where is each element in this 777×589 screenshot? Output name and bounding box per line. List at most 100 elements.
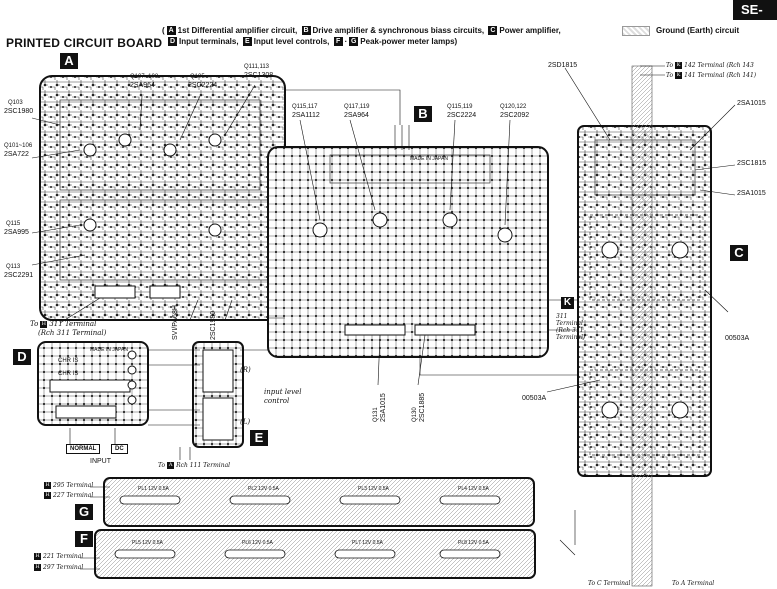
- legend-joiner: ·: [344, 37, 348, 46]
- a-part-2sc2291: 2SC2291: [4, 272, 34, 279]
- c-bottom-terminal-2: To A Terminal: [672, 580, 715, 587]
- a-part-2sa995: 2SA995: [4, 229, 29, 236]
- d-input-caption: INPUT: [90, 458, 111, 465]
- c-top-terminal-2-key: K: [675, 72, 683, 79]
- c-bottom-terminal-1: To C Terminal: [588, 580, 631, 587]
- b-part-2sa964: 2SA964: [344, 112, 369, 119]
- legend-item-c: Power amplifier,: [499, 26, 561, 35]
- a-part-2sc1980-bottom: 2SC1980: [210, 310, 217, 340]
- a-ref-q103: Q103: [8, 100, 23, 106]
- board-a: [39, 75, 286, 321]
- board-b: [267, 125, 549, 358]
- b-part-2sc1885: 2SC1885: [419, 392, 426, 422]
- legend-item-a: 1st Differential amplifier circuit,: [177, 26, 298, 35]
- section-f-marker: F: [75, 531, 93, 547]
- e-bottom-to: To: [158, 462, 166, 469]
- c-k-terminal-4: Terminal): [556, 334, 586, 341]
- a-part-2sa964: 2SA964: [130, 82, 155, 89]
- e-caption: input level control: [264, 388, 302, 405]
- f-lamp-1: PL5 12V 0.5A: [132, 540, 163, 546]
- section-g-marker: G: [75, 504, 93, 520]
- c-top-terminal-1-key: K: [675, 62, 683, 69]
- section-k-marker: K: [561, 297, 574, 309]
- ground-legend: Ground (Earth) circuit: [622, 26, 739, 36]
- a-part-svi: SVI/PA68H: [172, 305, 179, 340]
- f-terminal-1-key: H: [34, 553, 41, 560]
- c-part-00503a-b: 00503A: [522, 395, 547, 402]
- ground-legend-text: Ground (Earth) circuit: [656, 26, 740, 36]
- board-b-leaders: [299, 119, 511, 386]
- normal-switch-label: NORMAL: [66, 444, 101, 454]
- a-part-2sa722: 2SA722: [4, 151, 29, 158]
- section-a-marker: A: [60, 53, 78, 69]
- a-terminal-text2: (Rch 311 Terminal): [38, 329, 107, 337]
- b-made-in: MADE IN JAPAN: [410, 156, 448, 162]
- board-a-leaders: [31, 84, 256, 324]
- b-part-2sc2224: 2SC2224: [447, 112, 477, 119]
- a-ref-q101: Q101~106: [4, 143, 33, 149]
- board-c-leaders: [546, 65, 736, 556]
- legend-item-fg: Peak-power meter lamps): [360, 37, 458, 46]
- b-part-2sa1112: 2SA1112: [292, 112, 320, 119]
- c-part-2sd1815: 2SD1815: [548, 62, 578, 69]
- legend-key-f: F: [333, 37, 343, 47]
- a-ref-q105: Q105: [190, 74, 205, 80]
- a-ref-q115: Q115: [6, 221, 21, 227]
- b-ref-q115-119: Q115,119: [447, 104, 473, 110]
- g-terminal-1-text: 295 Terminal: [53, 482, 94, 489]
- legend-item-e: Input level controls,: [253, 37, 330, 46]
- section-b-marker: B: [414, 106, 432, 122]
- c-top-terminal-1-to: To: [666, 62, 674, 69]
- a-ref-q113: Q113: [6, 264, 21, 270]
- b-ref-q130: Q130: [412, 407, 418, 422]
- legend-key-d: D: [168, 37, 177, 47]
- c-top-terminal-2-to: To: [666, 72, 674, 79]
- a-ref-q111: Q111,113: [244, 64, 270, 70]
- a-terminal-text1: 311 Terminal: [49, 320, 97, 328]
- section-c-marker: C: [730, 245, 748, 261]
- a-terminal-to: To: [30, 320, 39, 328]
- page-title: PRINTED CIRCUIT BOARD: [6, 36, 163, 50]
- b-ref-q115: Q115,117: [292, 104, 318, 110]
- e-channel-l: (L): [240, 418, 251, 426]
- section-d-marker: D: [13, 349, 31, 365]
- legend-key-e: E: [242, 37, 252, 47]
- board-g: [90, 477, 535, 527]
- g-terminal-2-text: 227 Terminal: [53, 492, 94, 499]
- f-terminal-2-key: H: [34, 564, 41, 571]
- legend-item-d: Input terminals,: [179, 37, 239, 46]
- legend-key-c: C: [488, 26, 498, 36]
- b-part-2sc2092: 2SC2092: [500, 112, 530, 119]
- a-part-2sc1980: 2SC1980: [4, 108, 34, 115]
- e-channel-r: (R): [240, 366, 251, 374]
- c-k-terminal-2: Terminal: [556, 320, 583, 327]
- c-part-00503a-a: 00503A: [725, 335, 750, 342]
- g-lamp-2: PL2 12V 0.5A: [248, 486, 279, 492]
- f-lamp-4: PL8 12V 0.5A: [458, 540, 489, 546]
- g-lamp-3: PL3 12V 0.5A: [358, 486, 389, 492]
- b-part-2sa1015: 2SA1015: [380, 393, 387, 422]
- f-terminal-2-text: 297 Terminal: [43, 564, 84, 571]
- f-lamp-2: PL6 12V 0.5A: [242, 540, 273, 546]
- dc-switch-label: DC: [111, 444, 128, 454]
- c-part-2sa1015-b: 2SA1015: [737, 190, 766, 197]
- c-top-terminal-1-text: 142 Terminal (Rch 143: [684, 62, 754, 69]
- f-terminal-1-text: 221 Terminal: [43, 553, 84, 560]
- ground-swatch-icon: [622, 26, 650, 36]
- board-c: [577, 65, 712, 587]
- g-terminal-2-key: H: [44, 492, 51, 499]
- b-ref-q131: Q131: [373, 407, 379, 422]
- c-top-terminal-2-text: 141 Terminal (Rch 141): [684, 72, 757, 79]
- c-k-terminal-3: (Rch 311: [556, 327, 584, 334]
- e-bottom-text: Rch 111 Terminal: [176, 462, 231, 469]
